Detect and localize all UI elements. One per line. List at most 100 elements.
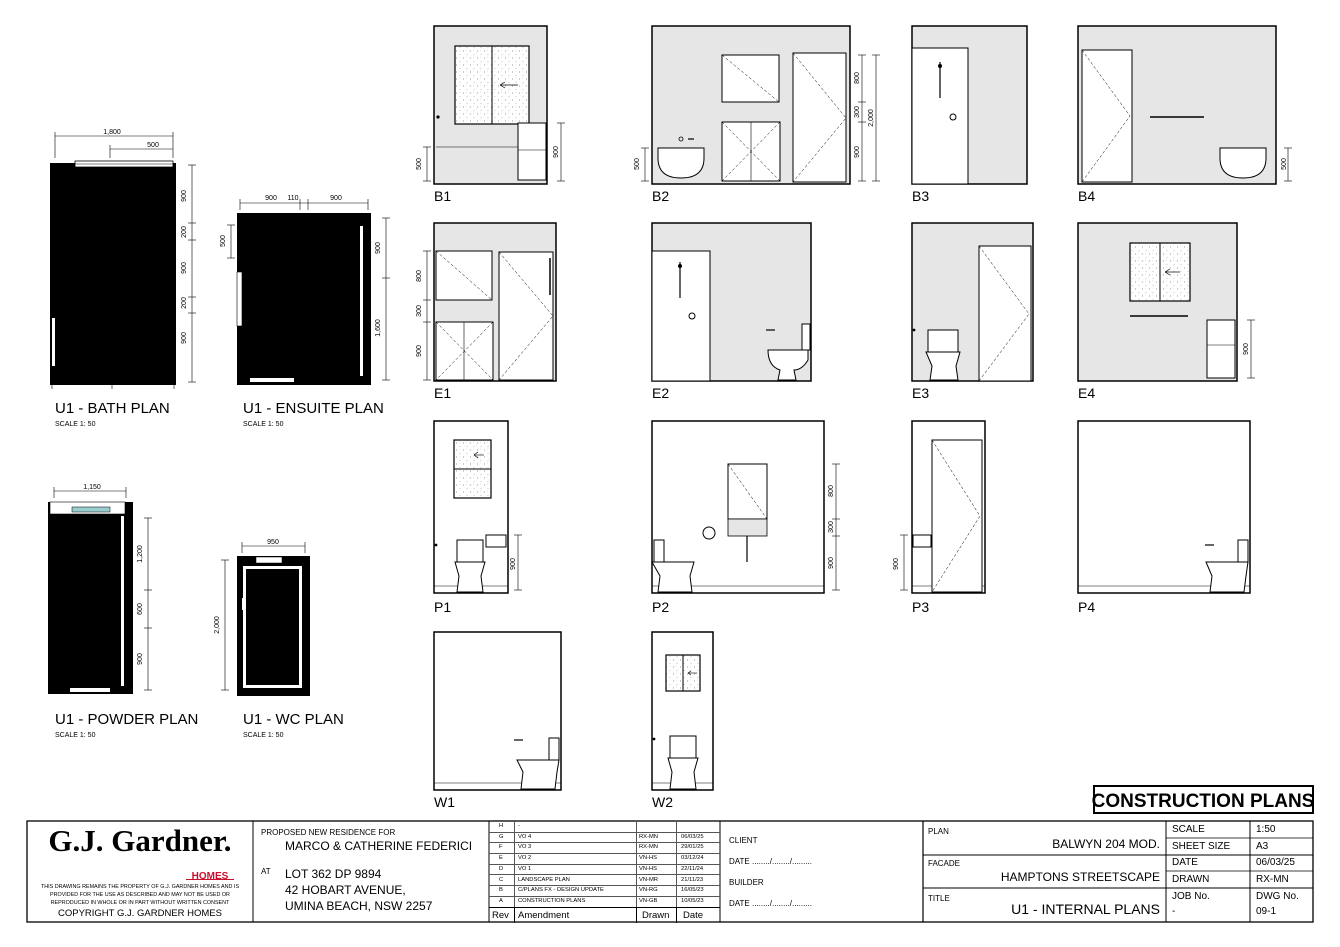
bath-dim-r5: 900 <box>181 332 188 344</box>
revision-drawn: VN-HS <box>639 855 658 862</box>
b4-dim-1: 500 <box>1281 158 1288 170</box>
bath-dim-b2: 900 <box>135 379 147 386</box>
revision-drawn: VN-HS <box>639 865 658 872</box>
date-header: Date <box>683 910 704 921</box>
scale-value: 1:50 <box>1256 824 1276 835</box>
revision-date: 22/11/24 <box>681 865 704 872</box>
powder-plan-scale: SCALE 1: 50 <box>55 732 96 739</box>
b2-dim-2: 800 <box>854 72 861 84</box>
disclaimer-line-1: THIS DRAWING REMAINS THE PROPERTY OF G.J… <box>40 884 240 890</box>
revision-header-row: Rev Amendment Drawn Date <box>489 907 720 923</box>
powder-plan-title: U1 - POWDER PLAN <box>55 711 198 728</box>
revision-letter: H <box>499 823 504 829</box>
elevation-e4: 900 E4 <box>1077 222 1255 401</box>
disclaimer-line-3: REPRODUCED IN WHOLE OR IN PART WITHOUT W… <box>50 900 230 906</box>
construction-plans-stamp: CONSTRUCTION PLANS <box>1092 785 1315 814</box>
p3-label: P3 <box>912 599 929 615</box>
p2-dim-2: 300 <box>828 521 835 533</box>
p1-dim-1: 900 <box>510 558 517 570</box>
b1-dim-2: 900 <box>553 146 560 158</box>
sheet-size-value: A3 <box>1256 841 1269 852</box>
drawn-header: Drawn <box>642 910 670 921</box>
elevation-b3: B3 <box>911 25 1028 204</box>
e1-dim-2: 300 <box>416 305 423 317</box>
revision-row: H- <box>489 821 720 833</box>
bath-plan: 1,800 500 900 200 900 200 900 900 900 U1… <box>50 129 196 428</box>
elevation-p3: 900 P3 <box>893 420 986 615</box>
bath-dim-b1: 900 <box>77 379 89 386</box>
ensuite-plan: 900 110 900 500 900 1,600 U1 - ENSUITE P… <box>220 195 390 428</box>
stamp-text: CONSTRUCTION PLANS <box>1092 791 1315 812</box>
w2-label: W2 <box>652 794 673 810</box>
revision-amendment: VO 4 <box>518 833 532 840</box>
at-label: AT <box>261 867 271 876</box>
revision-date: 03/12/24 <box>681 855 704 862</box>
revision-letter: D <box>499 865 504 872</box>
revision-letter: C <box>499 876 504 883</box>
revision-drawn: VN-RG <box>639 887 658 894</box>
e1-label: E1 <box>434 385 451 401</box>
elevation-p1: 900 P1 <box>433 420 522 615</box>
revision-drawn: VN-GB <box>639 897 658 904</box>
p3-dim-1: 900 <box>893 558 900 570</box>
ensuite-dim-r1: 900 <box>375 242 382 254</box>
elevation-w1: W1 <box>433 631 562 810</box>
e2-label: E2 <box>652 385 669 401</box>
copyright: COPYRIGHT G.J. GARDNER HOMES <box>58 908 222 919</box>
bath-dim-r4: 200 <box>181 297 188 309</box>
e1-dim-1: 800 <box>416 270 423 282</box>
b2-label: B2 <box>652 188 669 204</box>
w1-label: W1 <box>434 794 455 810</box>
powder-dim-r1: 1,200 <box>137 545 144 563</box>
p1-label: P1 <box>434 599 451 615</box>
homes-badge: HOMES <box>186 866 234 882</box>
wc-plan-title: U1 - WC PLAN <box>243 711 344 728</box>
ensuite-dim-side: 500 <box>220 235 227 247</box>
elevation-e3: E3 <box>911 222 1034 401</box>
revision-drawn: RX-MN <box>639 833 658 840</box>
title-block-frame <box>26 820 1314 923</box>
b2-dim-5: 900 <box>854 146 861 158</box>
elevation-b4: 500 B4 <box>1077 25 1292 204</box>
b2-dim-1: 500 <box>634 158 641 170</box>
b3-label: B3 <box>912 188 929 204</box>
elevation-p4: P4 <box>1077 420 1251 615</box>
company-logo: G.J. Gardner. <box>48 823 232 858</box>
rev-header: Rev <box>492 910 509 921</box>
e4-dim-1: 900 <box>1243 343 1250 355</box>
revision-drawn: VN-MR <box>639 876 658 883</box>
b4-label: B4 <box>1078 188 1095 204</box>
ensuite-dim-t3: 900 <box>330 195 342 202</box>
date-label: DATE <box>1172 857 1198 868</box>
ensuite-dim-t1: 900 <box>265 195 277 202</box>
homes-badge-text: HOMES <box>191 871 229 882</box>
bath-plan-scale: SCALE 1: 50 <box>55 421 96 428</box>
builder-field-label: BUILDER <box>729 878 764 887</box>
date-value: 06/03/25 <box>1256 857 1295 868</box>
revision-amendment: CONSTRUCTION PLANS <box>518 897 586 904</box>
ensuite-plan-scale: SCALE 1: 50 <box>243 421 284 428</box>
job-number-value: - <box>1172 906 1176 917</box>
client-field-label: CLIENT <box>729 836 758 845</box>
ensuite-dim-r2: 1,600 <box>375 319 382 337</box>
bath-plan-title: U1 - BATH PLAN <box>55 400 170 417</box>
b1-label: B1 <box>434 188 451 204</box>
revision-date: 06/03/25 <box>681 833 704 840</box>
wc-plan: 950 2,000 U1 - WC PLAN SCALE 1: 50 <box>214 539 344 739</box>
revision-drawn: RX-MN <box>639 844 658 851</box>
ensuite-dim-t2: 110 <box>287 195 298 202</box>
title-value: U1 - INTERNAL PLANS <box>1011 901 1160 917</box>
powder-plan: 1,150 1,200 600 900 U1 - POWDER PLAN SCA… <box>48 484 198 739</box>
wc-dim-side: 2,000 <box>214 616 221 634</box>
wc-plan-scale: SCALE 1: 50 <box>243 732 284 739</box>
elevation-w2: W2 <box>651 631 714 810</box>
revision-amendment: VO 1 <box>518 865 532 872</box>
revision-date: 10/05/23 <box>681 897 704 904</box>
builder-date-field: DATE ......../......../......... <box>729 899 812 908</box>
